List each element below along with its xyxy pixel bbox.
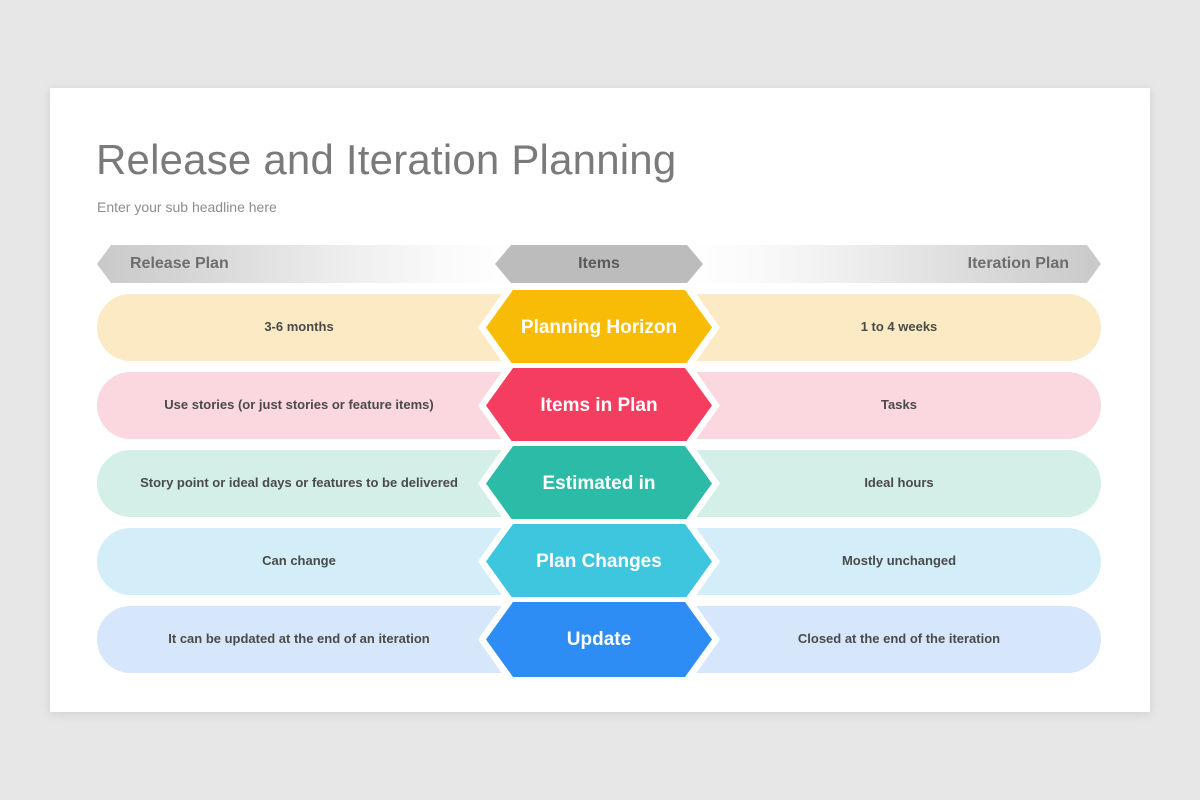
comparison-matrix: Release Plan Iteration Plan Items 3-6 mo…: [97, 245, 1101, 673]
page-title: Release and Iteration Planning: [96, 136, 677, 183]
row-center-hexagon[interactable]: Update: [478, 597, 720, 682]
header-items-label: Items: [578, 255, 620, 272]
hexagon-label: Items in Plan: [486, 368, 712, 443]
slide-canvas: Release and Iteration Planning Enter you…: [50, 88, 1150, 712]
row-left-cell: 3-6 months: [264, 319, 334, 335]
matrix-row: 3-6 months 1 to 4 weeks Planning Horizon: [97, 294, 1101, 361]
hexagon-label: Planning Horizon: [486, 290, 712, 365]
page-subtitle: Enter your sub headline here: [97, 199, 277, 215]
row-right-cell: Tasks: [881, 397, 917, 413]
matrix-row: Can change Mostly unchanged Plan Changes: [97, 528, 1101, 595]
row-left-cell: It can be updated at the end of an itera…: [168, 631, 430, 647]
row-right-cell: Closed at the end of the iteration: [797, 631, 1001, 647]
row-right-cell: 1 to 4 weeks: [860, 319, 938, 335]
header-iteration-plan-label: Iteration Plan: [967, 255, 1069, 272]
row-right-cell: Ideal hours: [864, 475, 934, 491]
header-release-plan[interactable]: Release Plan: [97, 245, 517, 283]
row-left-cell: Can change: [262, 553, 336, 569]
row-left-cell: Story point or ideal days or features to…: [140, 475, 458, 491]
hexagon-label: Plan Changes: [486, 524, 712, 599]
header-release-plan-label: Release Plan: [130, 255, 229, 272]
matrix-header-row: Release Plan Iteration Plan Items: [97, 245, 1101, 283]
row-center-hexagon[interactable]: Planning Horizon: [478, 285, 720, 370]
header-items[interactable]: Items: [495, 245, 703, 283]
header-iteration-plan[interactable]: Iteration Plan: [681, 245, 1101, 283]
matrix-row: Story point or ideal days or features to…: [97, 450, 1101, 517]
row-right-cell: Mostly unchanged: [841, 553, 957, 569]
hexagon-label: Update: [486, 602, 712, 677]
row-center-hexagon[interactable]: Plan Changes: [478, 519, 720, 604]
matrix-row: It can be updated at the end of an itera…: [97, 606, 1101, 673]
row-center-hexagon[interactable]: Estimated in: [478, 441, 720, 526]
row-left-cell: Use stories (or just stories or feature …: [164, 397, 434, 413]
row-center-hexagon[interactable]: Items in Plan: [478, 363, 720, 448]
hexagon-label: Estimated in: [486, 446, 712, 521]
matrix-row: Use stories (or just stories or feature …: [97, 372, 1101, 439]
